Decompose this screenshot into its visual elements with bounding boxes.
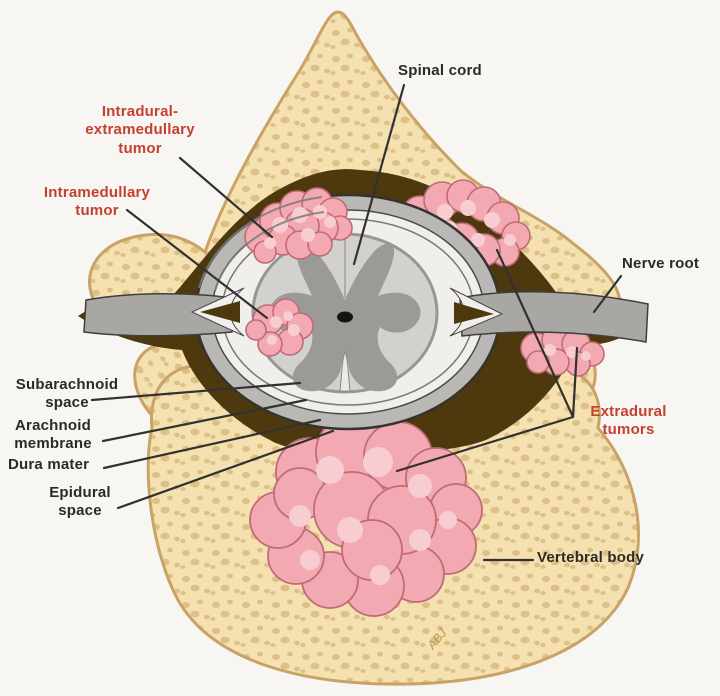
label-spinal-cord: Spinal cord xyxy=(398,62,482,79)
label-line: membrane xyxy=(14,435,92,453)
leader-extradural-2 xyxy=(571,346,579,419)
central-canal xyxy=(337,311,353,323)
sleeve-arrow-left xyxy=(200,301,240,323)
label-vertebral-body: Vertebral body xyxy=(537,549,645,566)
leader-extradural-1 xyxy=(495,248,575,419)
leader-intradural-tumor xyxy=(178,156,274,239)
label-line: extramedullary xyxy=(85,121,195,139)
leader-lines xyxy=(90,83,623,562)
leader-arachnoid-membrane xyxy=(101,398,308,443)
leader-epidural-space xyxy=(116,429,335,510)
label-line: Extradural xyxy=(590,403,667,420)
leader-subarachnoid-space xyxy=(90,381,302,402)
label-line: space xyxy=(45,394,89,412)
label-line: tumors xyxy=(602,421,655,439)
label-dura-mater: Dura mater xyxy=(8,456,90,473)
leader-spinal-cord xyxy=(352,83,406,266)
label-nerve-root: Nerve root xyxy=(622,255,700,272)
intramedullary-tumor-mass xyxy=(245,298,314,357)
label-line: Epidural xyxy=(49,484,111,501)
label-intramedullary-tumor: Intramedullary tumor xyxy=(12,184,182,221)
leader-extradural-3 xyxy=(395,415,575,473)
nerve-root-left xyxy=(83,292,233,337)
extradural-tumor-right xyxy=(520,325,605,377)
label-extradural-tumors: Extradural tumors xyxy=(556,403,701,440)
label-line: Intradural- xyxy=(101,103,179,120)
label-epidural-space: Epidural space xyxy=(18,484,142,521)
label-line: space xyxy=(58,502,102,520)
label-line: tumor xyxy=(75,202,119,220)
label-intradural-extramedullary-tumor: Intradural- extramedullary tumor xyxy=(52,103,228,158)
label-line: Intramedullary xyxy=(43,184,151,201)
spinal-cord-cross-section xyxy=(251,232,439,394)
membrane-arc-over-tumor-inner xyxy=(214,211,325,292)
leader-intramedullary-tumor xyxy=(125,208,269,320)
anterior-median-fissure xyxy=(339,350,351,392)
label-subarachnoid-space: Subarachnoid space xyxy=(0,376,134,413)
leader-dura-mater xyxy=(102,418,322,470)
extradural-tumor-bottom xyxy=(249,415,483,617)
label-line: Arachnoid xyxy=(15,417,91,434)
sleeve-arrow-right xyxy=(454,302,494,324)
label-line: Subarachnoid xyxy=(15,376,119,393)
leader-nerve-root xyxy=(592,274,623,314)
label-line: tumor xyxy=(118,139,162,157)
label-arachnoid-membrane: Arachnoid membrane xyxy=(0,417,106,454)
